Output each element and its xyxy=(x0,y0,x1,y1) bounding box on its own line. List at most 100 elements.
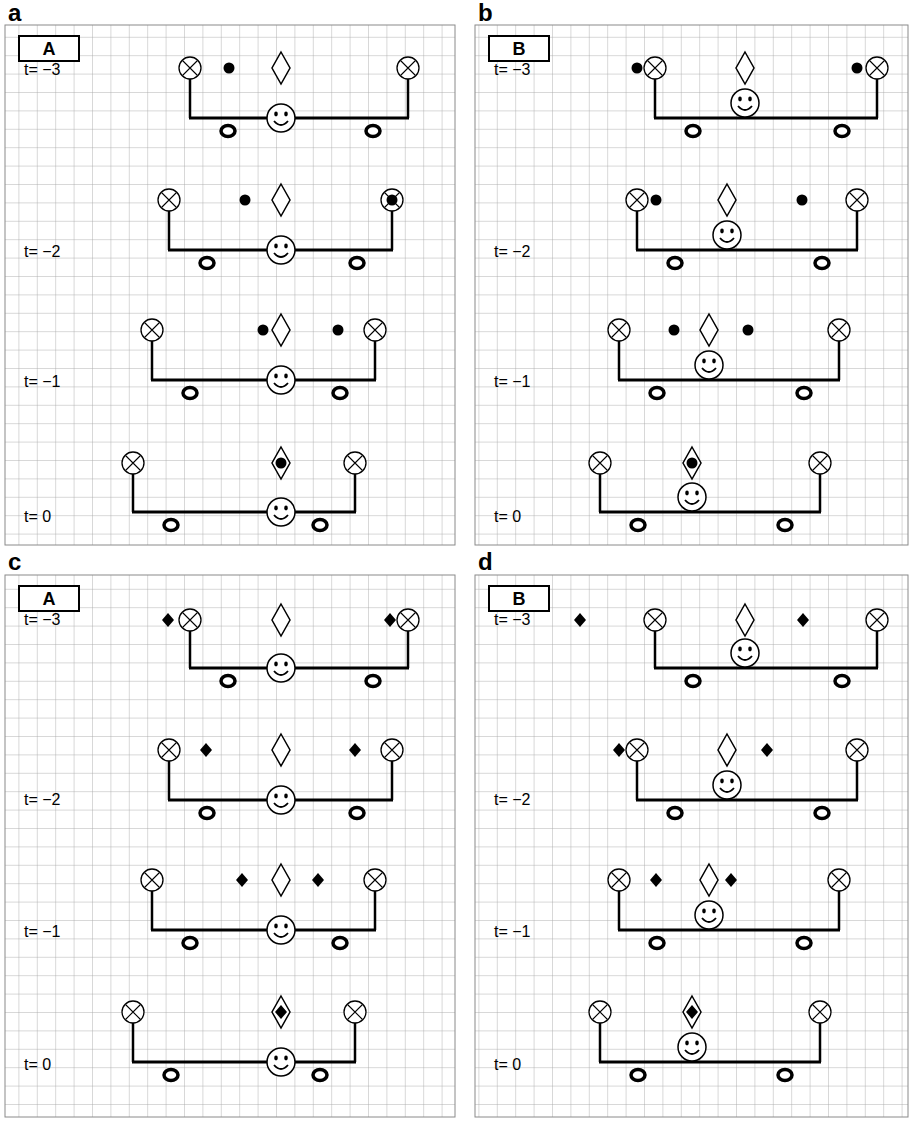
panel-grid xyxy=(5,575,455,1117)
cart-post xyxy=(391,761,394,800)
panel-ground xyxy=(5,25,455,545)
cart-post xyxy=(354,474,357,512)
time-label: t= −2 xyxy=(494,792,530,808)
cart-post xyxy=(856,761,859,800)
signal-diamond xyxy=(650,873,662,887)
time-label: t= 0 xyxy=(494,1057,521,1073)
cart-post xyxy=(819,474,822,512)
signal-diamond xyxy=(613,743,625,757)
cart-post xyxy=(168,761,171,800)
signal-diamond xyxy=(200,743,212,757)
frame-label: A xyxy=(43,40,56,58)
observer-eye xyxy=(284,662,288,667)
observer-eye xyxy=(274,374,278,379)
clock-symbol xyxy=(828,319,850,341)
observer-smile xyxy=(274,515,288,519)
photon-dot xyxy=(387,195,398,206)
observer-eye xyxy=(284,506,288,511)
frame-label-box: A xyxy=(18,35,80,62)
cart-wheel xyxy=(164,1070,178,1081)
observer-smile xyxy=(702,918,716,922)
clock-symbol xyxy=(846,739,868,761)
observer-eye xyxy=(274,794,278,799)
clock-symbol xyxy=(608,319,630,341)
observer-face xyxy=(678,483,706,511)
photon-dot xyxy=(687,458,698,469)
cart-post xyxy=(618,341,621,380)
observer-eye xyxy=(274,1056,278,1061)
observer-smile xyxy=(720,788,734,792)
observer-eye xyxy=(748,97,752,102)
observer-eye xyxy=(695,1041,699,1046)
clock-symbol xyxy=(397,57,419,79)
clock-cross xyxy=(145,873,160,888)
observer-face xyxy=(695,901,723,929)
clock-symbol xyxy=(381,739,403,761)
time-label: t= −3 xyxy=(494,62,530,78)
clock-symbol xyxy=(589,452,611,474)
clock-cross xyxy=(612,873,627,888)
frame-label: B xyxy=(513,40,526,58)
cart-wheel xyxy=(183,388,197,399)
clock-symbol xyxy=(397,609,419,631)
clock-cross xyxy=(401,613,416,628)
cart-post xyxy=(132,1023,135,1062)
cart-post xyxy=(189,79,192,118)
detector-diamond xyxy=(683,996,701,1028)
cart-post xyxy=(407,79,410,118)
panel-grid xyxy=(5,25,455,545)
signal-diamond xyxy=(725,873,737,887)
frame-label: A xyxy=(43,590,56,608)
clock-symbol xyxy=(809,1001,831,1023)
photon-dot xyxy=(632,63,643,74)
time-label: t= −3 xyxy=(494,612,530,628)
observer-face xyxy=(267,786,295,814)
cart-wheel xyxy=(631,520,645,531)
observer-face xyxy=(267,498,295,526)
cart-post xyxy=(618,891,621,930)
time-label: t= −2 xyxy=(24,244,60,260)
panel-ground xyxy=(475,575,908,1117)
clock-symbol xyxy=(179,609,201,631)
clock-cross xyxy=(126,456,141,471)
cart-platform xyxy=(599,511,821,514)
clock-cross xyxy=(385,743,400,758)
observer-smile xyxy=(702,368,716,372)
clock-symbol xyxy=(644,609,666,631)
photon-dot xyxy=(669,325,680,336)
observer-eye xyxy=(730,779,734,784)
time-label: t= −1 xyxy=(24,374,60,390)
observer-eye xyxy=(702,909,706,914)
detector-diamond xyxy=(272,864,290,896)
cart-platform xyxy=(132,1061,356,1064)
time-label: t= −2 xyxy=(24,792,60,808)
observer-eye xyxy=(685,1041,689,1046)
cart-post xyxy=(838,341,841,380)
observer-smile xyxy=(685,1050,699,1054)
clock-cross xyxy=(813,1005,828,1020)
cart-wheel xyxy=(650,938,664,949)
cart-post xyxy=(374,341,377,380)
cart-post xyxy=(856,211,859,250)
observer-smile xyxy=(720,238,734,242)
detector-diamond xyxy=(736,52,754,84)
cart-post xyxy=(838,891,841,930)
signal-diamond xyxy=(275,1005,287,1019)
observer-eye xyxy=(695,491,699,496)
observer-eye xyxy=(284,112,288,117)
cart-post xyxy=(876,79,879,118)
observer-face xyxy=(731,89,759,117)
clock-symbol xyxy=(626,189,648,211)
photon-dot xyxy=(258,325,269,336)
cart-post xyxy=(819,1023,822,1062)
cart-wheel xyxy=(313,520,327,531)
cart-wheel xyxy=(650,388,664,399)
time-label: t= −3 xyxy=(24,62,60,78)
time-label: t= −1 xyxy=(24,924,60,940)
frame-label-box: B xyxy=(488,585,550,612)
clock-symbol xyxy=(122,452,144,474)
detector-diamond xyxy=(718,734,736,766)
time-label: t= 0 xyxy=(494,509,521,525)
cart-wheel xyxy=(797,388,811,399)
